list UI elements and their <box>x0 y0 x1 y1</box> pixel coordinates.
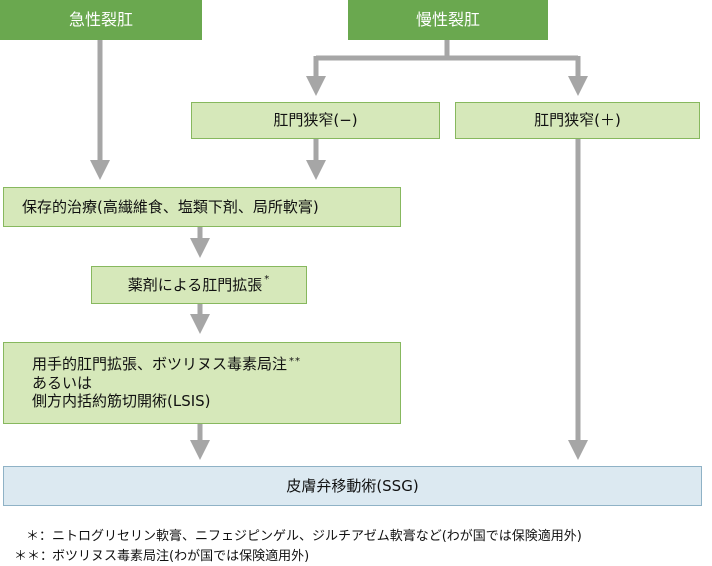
box-stenosis-negative: 肛門狭窄(−) <box>191 102 440 139</box>
box-conservative-treatment: 保存的治療(高繊維食、塩類下剤、局所軟膏) <box>3 187 401 227</box>
footnote-mark-single: * <box>264 273 271 285</box>
box-drug-dilation: 薬剤による肛門拡張* <box>91 266 307 304</box>
manual-line-2: あるいは <box>32 373 93 392</box>
footnote-single: ＊：ニトログリセリン軟膏、ニフェジピンゲル、ジルチアゼム軟膏など(わが国では保険… <box>25 529 582 544</box>
box-chronic-fissure: 慢性裂肛 <box>348 0 548 40</box>
manual-line-3: 側方内括約筋切開術(LSIS) <box>32 392 211 411</box>
manual-line-1: 用手的肛門拡張、ボツリヌス毒素局注** <box>32 354 302 373</box>
box-ssg: 皮膚弁移動術(SSG) <box>3 466 702 506</box>
box-manual-dilation-or-lsis: 用手的肛門拡張、ボツリヌス毒素局注** あるいは 側方内括約筋切開術(LSIS) <box>3 342 401 424</box>
box-acute-fissure: 急性裂肛 <box>0 0 202 40</box>
box-stenosis-positive: 肛門狭窄(＋) <box>455 102 700 139</box>
footnote-mark-double: ** <box>289 355 302 367</box>
footnote-double: ＊＊：ボツリヌス毒素局注(わが国では保険適用外) <box>14 549 310 564</box>
